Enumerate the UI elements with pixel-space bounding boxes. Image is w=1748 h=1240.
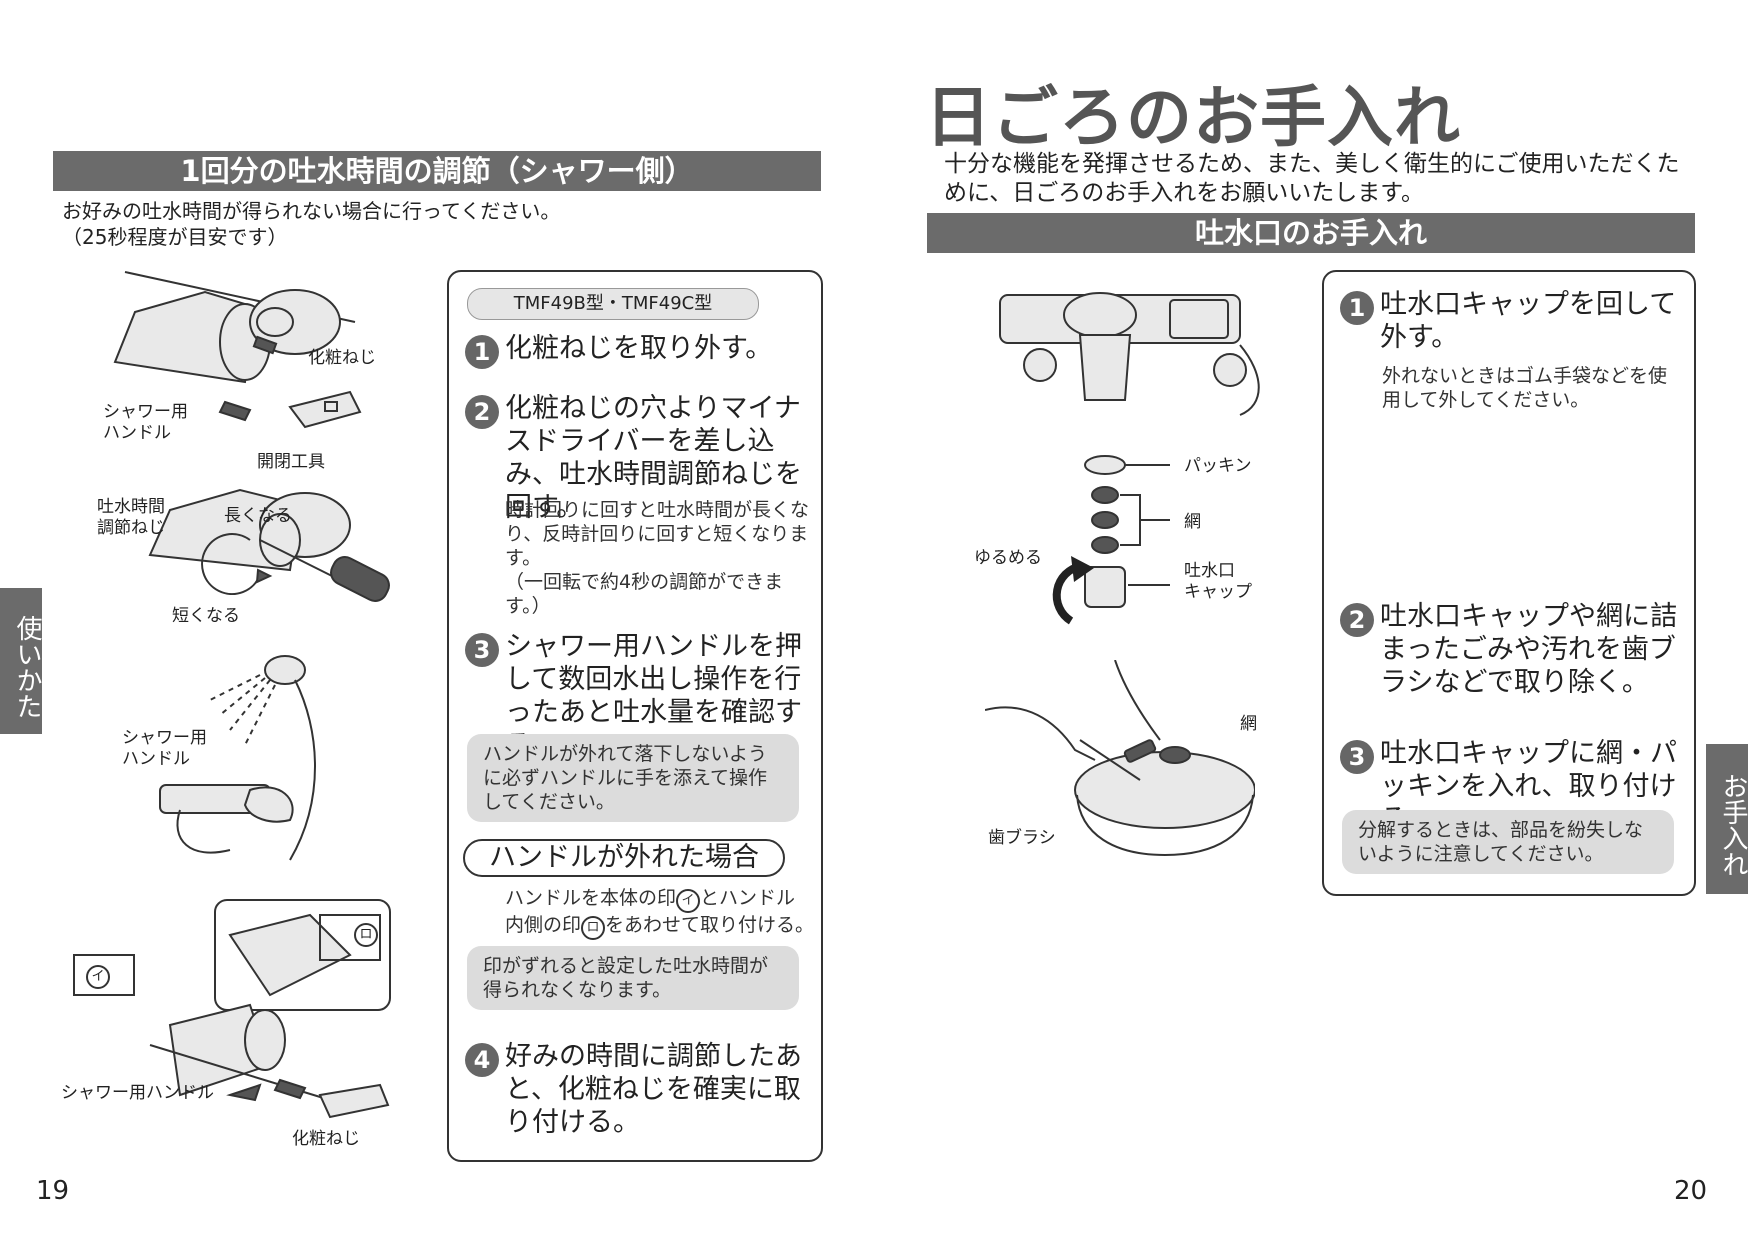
loosen-arrow-icon bbox=[1052, 556, 1094, 625]
model-badge: TMF49B型・TMF49C型 bbox=[467, 288, 759, 320]
caution-mark-shift: 印がずれると設定した吐水時間が得られなくなります。 bbox=[467, 946, 799, 1010]
label-net-2: 網 bbox=[1240, 714, 1257, 734]
handle-off-text-a: ハンドルを本体の印 bbox=[505, 887, 677, 909]
step-number: 3 bbox=[465, 633, 499, 667]
intro-text-right: 十分な機能を発揮させるため、また、美しく衛生的にご使用いただくために、日ごろのお… bbox=[944, 151, 1680, 206]
step-text: 化粧ねじの穴よりマイナスドライバーを差し込み、吐水時間調節ねじを回す。 bbox=[505, 393, 802, 523]
step-number: 1 bbox=[465, 335, 499, 369]
step-text: 吐水口キャップを回して外す。 bbox=[1380, 289, 1677, 353]
intro-line-2: （25秒程度が目安です） bbox=[62, 225, 288, 249]
step-2-right: 2 吐水口キャップや網に詰まったごみや汚れを歯ブラシなどで取り除く。 bbox=[1340, 600, 1680, 699]
section-banner-left: 1回分の吐水時間の調節（シャワー側） bbox=[53, 151, 821, 191]
side-tab-care: お手入れ bbox=[1706, 744, 1748, 894]
label-toothbrush: 歯ブラシ bbox=[988, 828, 1056, 848]
mark-ro-label: ロ bbox=[359, 927, 373, 942]
mark-i-inline: イ bbox=[676, 889, 701, 913]
step-2-note-main: 時計回りに回すと吐水時間が長くなり、反時計回りに回すと短くなります。 bbox=[505, 499, 810, 569]
instruction-box-left: TMF49B型・TMF49C型 1 化粧ねじを取り外す。 2 化粧ねじの穴よりマ… bbox=[447, 270, 823, 1162]
label-spout-cap: 吐水口 キャップ bbox=[1184, 561, 1252, 602]
label-net: 網 bbox=[1184, 512, 1201, 532]
label-cap-screw-bottom: 化粧ねじ bbox=[292, 1129, 360, 1149]
label-loosen: ゆるめる bbox=[974, 548, 1042, 568]
step-1-left: 1 化粧ねじを取り外す。 bbox=[465, 332, 810, 369]
handle-off-text: ハンドルを本体の印イとハンドル 内側の印ロをあわせて取り付ける。 bbox=[505, 886, 815, 940]
handle-off-title: ハンドルが外れた場合 bbox=[463, 839, 785, 877]
label-shower-handle-mid: シャワー用 ハンドル bbox=[122, 728, 207, 769]
screwdriver-adjust-illustration bbox=[148, 488, 390, 602]
intro-text-left: お好みの吐水時間が得られない場合に行ってください。 （25秒程度が目安です） bbox=[62, 198, 560, 250]
mark-ro-callout: ロ bbox=[354, 923, 378, 947]
mark-i-label: イ bbox=[91, 969, 105, 984]
handle-removal-illustration bbox=[113, 271, 362, 429]
step-1-right: 1 吐水口キャップを回して外す。 bbox=[1340, 288, 1680, 354]
handle-off-text-d: をあわせて取り付ける。 bbox=[605, 914, 815, 936]
step-text: 化粧ねじを取り外す。 bbox=[505, 333, 773, 364]
page-number-right: 20 bbox=[1674, 1176, 1708, 1206]
step-number: 2 bbox=[1340, 603, 1374, 637]
instruction-box-right: 1 吐水口キャップを回して外す。 外れないときはゴム手袋などを使用して外してくだ… bbox=[1322, 270, 1696, 896]
label-shower-handle-bottom: シャワー用ハンドル bbox=[61, 1083, 214, 1103]
intro-line-1: お好みの吐水時間が得られない場合に行ってください。 bbox=[62, 199, 561, 223]
step-1-right-note: 外れないときはゴム手袋などを使用して外してください。 bbox=[1382, 365, 1668, 411]
side-tab-usage: 使いかた bbox=[0, 588, 42, 734]
cleaning-illustration bbox=[985, 660, 1255, 857]
label-shower-handle-top: シャワー用 ハンドル bbox=[103, 402, 188, 443]
label-longer: 長くなる bbox=[224, 506, 292, 526]
step-2-note: 時計回りに回すと吐水時間が長くなり、反時計回りに回すと短くなります。 （一回転で… bbox=[505, 498, 810, 618]
step-number: 2 bbox=[465, 395, 499, 429]
handle-off-text-b: とハンドル bbox=[700, 887, 796, 909]
step-number: 4 bbox=[465, 1043, 499, 1077]
faucet-parts-illustration bbox=[999, 292, 1260, 608]
page-title: 日ごろのお手入れ bbox=[925, 79, 1461, 156]
caution-handle-drop: ハンドルが外れて落下しないように必ずハンドルに手を添えて操作してください。 bbox=[467, 734, 799, 822]
step-3-right: 3 吐水口キャップに網・パッキンを入れ、取り付ける。 bbox=[1340, 737, 1680, 836]
shower-operation-illustration bbox=[159, 655, 316, 861]
step-number: 3 bbox=[1340, 740, 1374, 774]
step-2-left: 2 化粧ねじの穴よりマイナスドライバーを差し込み、吐水時間調節ねじを回す。 bbox=[465, 392, 810, 524]
page-number-left: 19 bbox=[36, 1176, 70, 1206]
label-shorter: 短くなる bbox=[172, 606, 240, 626]
handle-reinstall-illustration bbox=[73, 899, 391, 1119]
caution-lost-parts: 分解するときは、部品を紛失しないように注意してください。 bbox=[1342, 810, 1674, 874]
step-text: 好みの時間に調節したあと、化粧ねじを確実に取り付ける。 bbox=[505, 1041, 802, 1138]
label-opening-tool: 開閉工具 bbox=[257, 452, 325, 472]
step-number: 1 bbox=[1340, 291, 1374, 325]
label-adjust-screw: 吐水時間 調節ねじ bbox=[97, 497, 165, 538]
label-packing: パッキン bbox=[1184, 456, 1252, 476]
step-text: 吐水口キャップに網・パッキンを入れ、取り付ける。 bbox=[1380, 738, 1677, 835]
mark-ro-inline: ロ bbox=[581, 916, 606, 940]
step-4-left: 4 好みの時間に調節したあと、化粧ねじを確実に取り付ける。 bbox=[465, 1040, 810, 1139]
step-2-note-sub: （一回転で約4秒の調節ができます。） bbox=[505, 571, 784, 617]
section-banner-right: 吐水口のお手入れ bbox=[927, 213, 1695, 253]
step-text: 吐水口キャップや網に詰まったごみや汚れを歯ブラシなどで取り除く。 bbox=[1380, 601, 1677, 698]
handle-off-text-c: 内側の印 bbox=[505, 914, 582, 936]
label-cap-screw-top: 化粧ねじ bbox=[308, 348, 376, 368]
mark-i-callout: イ bbox=[86, 965, 110, 989]
